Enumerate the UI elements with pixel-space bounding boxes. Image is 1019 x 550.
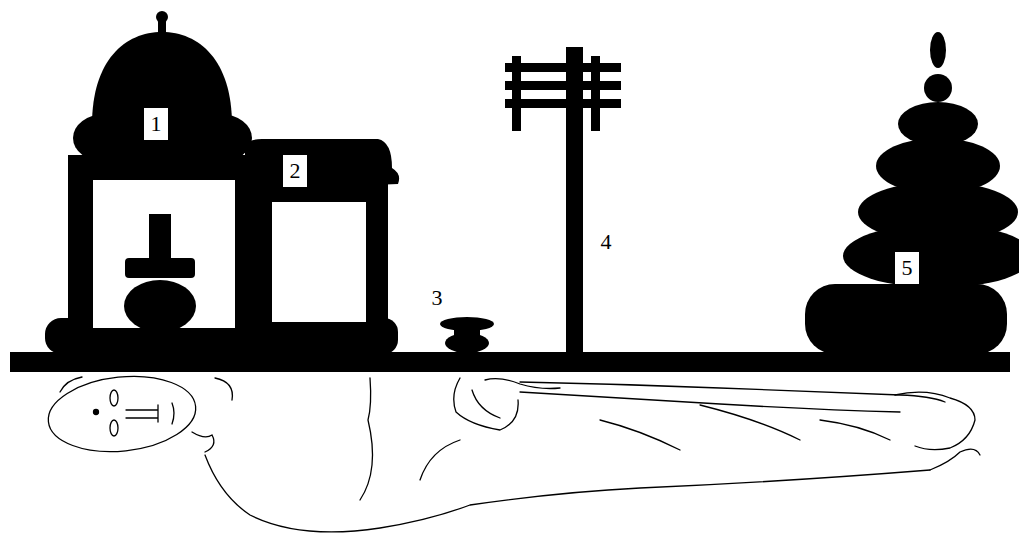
- forehead-dot: [94, 410, 99, 415]
- pole-crossbar: [505, 81, 621, 90]
- lingam-stem: [149, 214, 171, 264]
- callout-number: 3: [432, 286, 443, 310]
- label-patch: [895, 252, 919, 284]
- arm-line: [520, 392, 900, 412]
- small-object-silhouette: [440, 317, 494, 353]
- ground-band: [10, 352, 1010, 372]
- body-lower-outline: [205, 455, 930, 532]
- shrine-silhouette: [238, 139, 399, 354]
- lingam-crossbar: [125, 258, 195, 278]
- drapery-fold: [472, 390, 500, 418]
- drapery-fold: [485, 379, 560, 389]
- nose: [126, 405, 158, 422]
- callout-number: 5: [902, 256, 913, 280]
- robe-fold: [420, 405, 890, 480]
- temple-silhouette: [45, 11, 277, 354]
- temple-body: [68, 155, 262, 335]
- shrine-opening: [272, 202, 366, 322]
- stupa-finial: [930, 32, 946, 68]
- label-patch: [283, 155, 307, 187]
- eye: [110, 420, 118, 436]
- pole-crossbar: [505, 99, 621, 108]
- shrine-plinth: [238, 318, 398, 354]
- arm-line: [520, 382, 945, 402]
- shoulder-line: [215, 378, 232, 400]
- finial-neck: [158, 20, 166, 34]
- head-outline: [45, 369, 200, 458]
- pole-strut: [512, 56, 521, 131]
- pole-crossbar: [505, 63, 621, 72]
- shrine-body: [248, 180, 388, 330]
- hair-line: [60, 377, 82, 392]
- eye: [110, 390, 118, 406]
- stupa-tier: [924, 74, 952, 102]
- reclining-figure: [45, 369, 980, 531]
- pole-strut: [591, 56, 600, 131]
- lingam-symbol: [124, 214, 196, 332]
- label-patch: [144, 108, 168, 140]
- hand: [895, 392, 975, 449]
- pole-shaft: [566, 47, 583, 354]
- drapery-fold: [454, 378, 518, 430]
- callout-number: 1: [151, 112, 162, 136]
- object-base: [445, 333, 489, 353]
- stupa-base: [805, 284, 1007, 354]
- callout-number: 2: [290, 159, 301, 183]
- pole-silhouette: [505, 47, 621, 354]
- callout-number: 4: [601, 230, 612, 254]
- stupa-silhouette: [805, 32, 1019, 354]
- neck-line: [192, 432, 214, 452]
- lingam-base: [124, 280, 196, 332]
- stupa-tier: [843, 224, 1019, 288]
- mouth: [172, 403, 174, 424]
- foot: [930, 449, 980, 470]
- body-side-line: [360, 378, 373, 500]
